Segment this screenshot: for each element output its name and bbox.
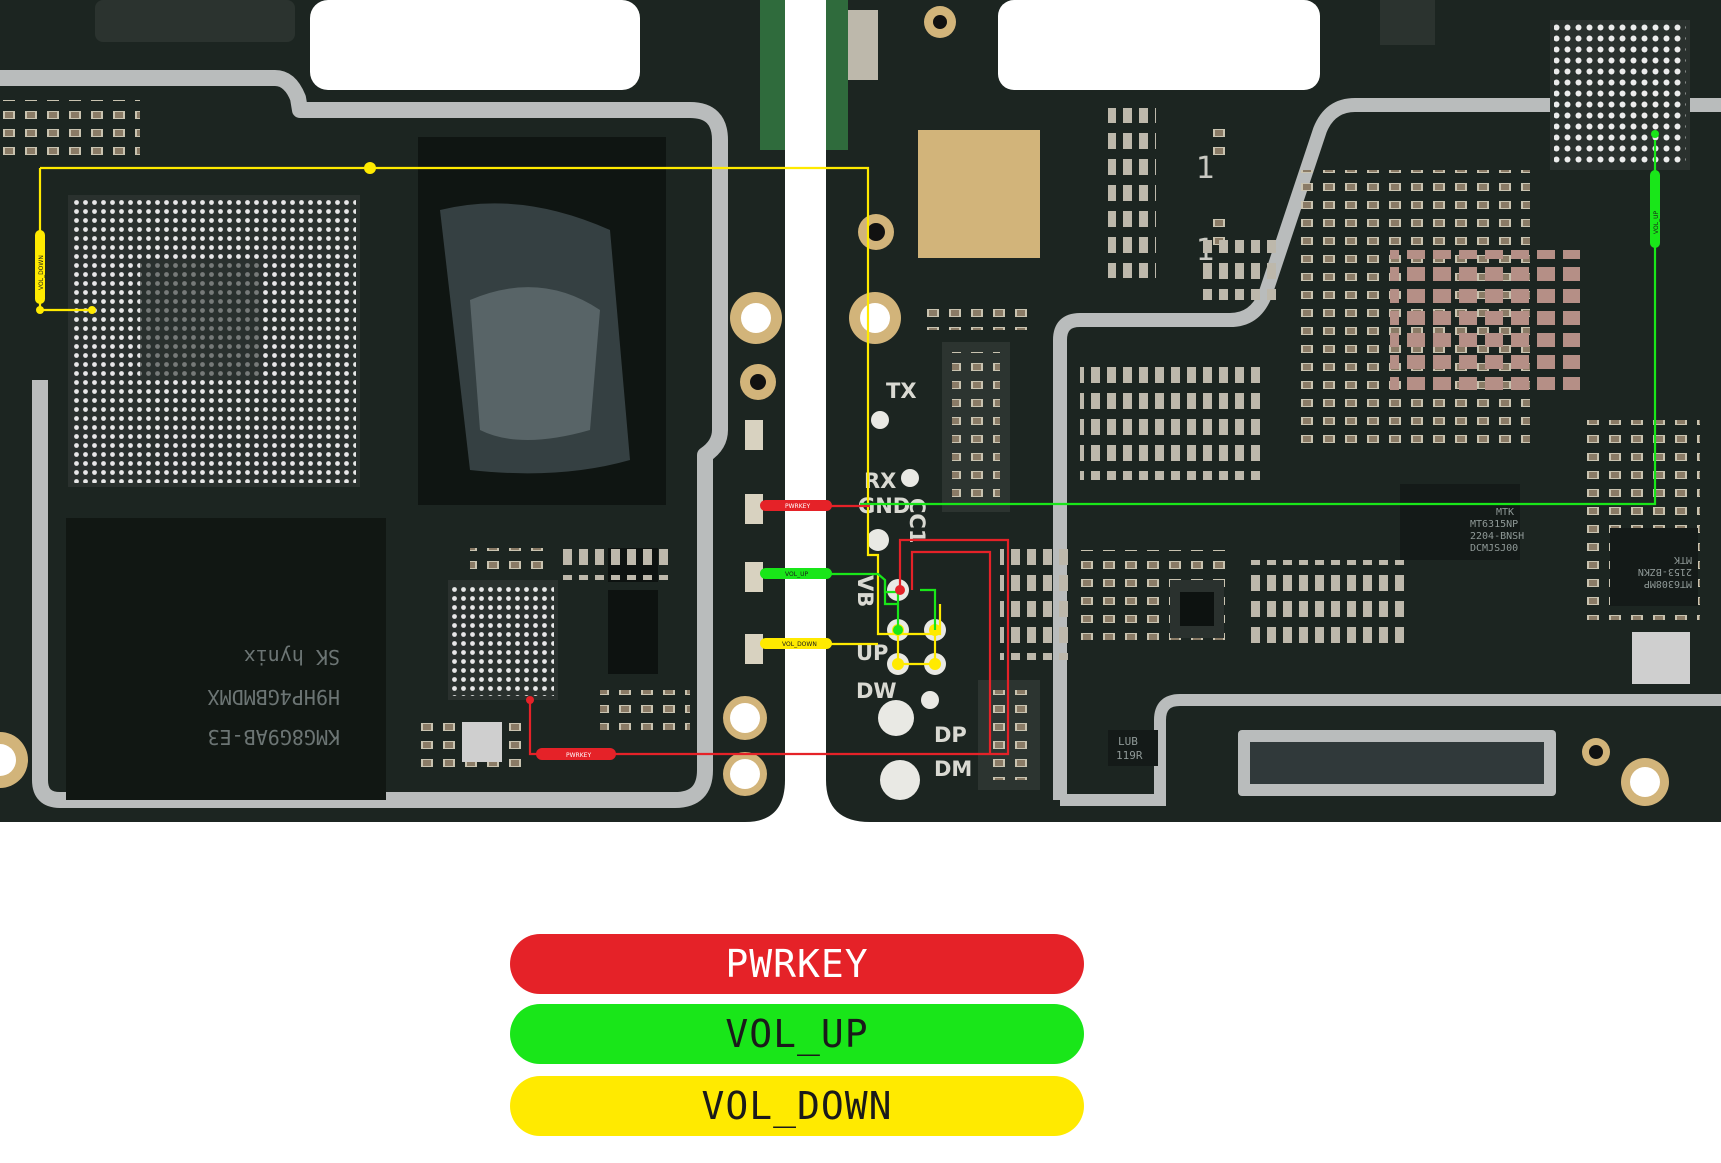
legend-vol-down: VOL_DOWN [510,1076,1084,1136]
mtk2-text-3: MTK [1674,554,1692,565]
shield-frame [0,70,728,808]
mtk1-text-2: MT6315NP [1470,519,1518,530]
signal-traces [35,130,1660,756]
mtk2-text-2: 2153-BZKN [1638,566,1692,577]
tag-pwrkey: PWRKEY [785,503,810,510]
lub-text-2: 119R [1116,749,1143,762]
chip-marking-1: KMG8G9AB-E3 [208,725,340,749]
board-cutout-right [998,0,1320,90]
silk-dm: DM [934,757,972,781]
tag-vol-up-right: VOL_UP [1653,211,1660,234]
board-pill-tags: PWRKEY VOL_UP VOL_DOWN PWRKEY VOL_DOWN V… [38,211,1660,760]
vol-down-trace [40,166,942,636]
legend-pwrkey: PWRKEY [510,934,1084,994]
mtk1-text-3: 2204-BNSH [1470,531,1524,542]
mtk-pmic-2: MT6308MP 2153-BZKN MTK [1610,528,1698,606]
tag-vol-down: VOL_DOWN [782,641,817,648]
left-side-pads [0,292,782,796]
mtk-pmic: MTK MT6315NP 2204-BNSH DCMJSJ00 [1400,484,1524,560]
right-board: 1 1 MTK MT6315NP 2204-BNSH DCMJSJ00 MT63… [826,0,1721,822]
mtk2-text-1: MT6308MP [1644,578,1692,589]
silk-tx: TX [886,379,917,403]
chip-marking-2: H9HP4GBMDMX [208,685,340,709]
silk-cc1: CC1 [905,498,929,543]
legend-vol-up: VOL_UP [510,1004,1084,1064]
tag-pwrkey-left: PWRKEY [566,752,591,759]
left-board: KMG8G9AB-E3 H9HP4GBMDMX SK hynix [0,0,785,822]
mtk1-text-4: DCMJSJ00 [1470,543,1518,554]
silk-one-a: 1 [1196,151,1215,186]
chip-marking-3: SK hynix [244,645,340,669]
emmc-chip [66,518,386,800]
vol-up-tag-right [1650,170,1660,248]
tag-vol-up: VOL_UP [785,571,808,578]
tag-vol-down-left: VOL_DOWN [38,255,45,290]
lub-text: LUB [1118,735,1138,748]
lub-chip: LUB 119R [1108,730,1158,766]
shield-frame-right [1053,98,1721,800]
vol-down-tag-left [35,230,45,304]
silk-vbus: VB [853,575,877,607]
silk-dp: DP [934,723,967,747]
mtk1-text-1: MTK [1496,507,1514,518]
silk-rx: RX [864,469,896,493]
gold-pad [918,130,1040,258]
board-cutout [310,0,640,90]
silk-dw: DW [856,679,897,703]
